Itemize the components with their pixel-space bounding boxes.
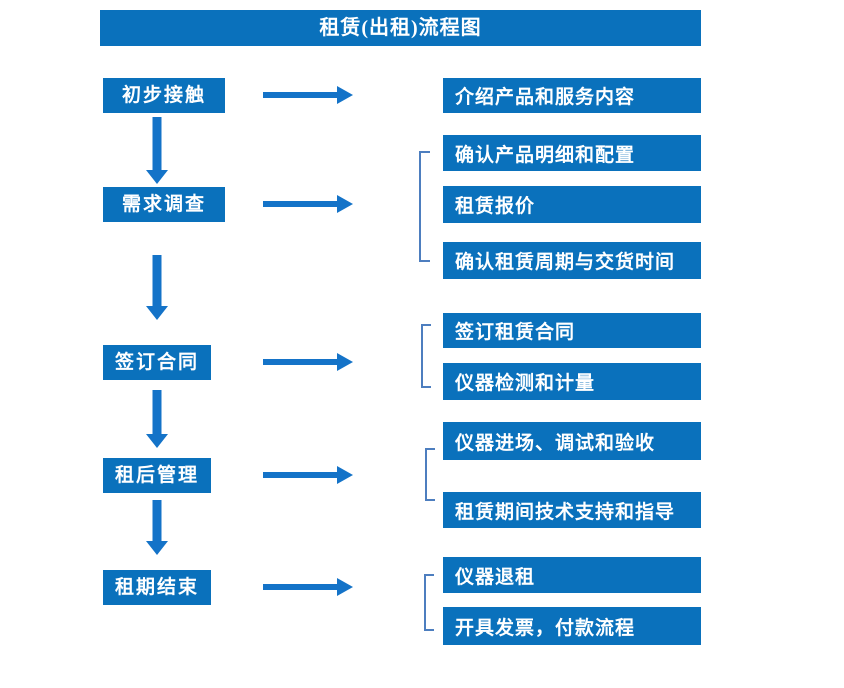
step-box-demand-survey: 需求调查 <box>103 187 225 222</box>
detail-box-confirm-product-details-config: 确认产品明细和配置 <box>443 135 701 171</box>
detail-box-confirm-rental-period-delivery: 确认租赁周期与交货时间 <box>443 242 701 279</box>
detail-box-introduce-products-services: 介绍产品和服务内容 <box>443 78 701 113</box>
detail-box-rental-period-tech-support: 租赁期间技术支持和指导 <box>443 492 701 528</box>
arrow-down-icon <box>146 255 168 320</box>
detail-box-sign-rental-contract: 签订租赁合同 <box>443 313 701 348</box>
arrow-down-icon <box>146 500 168 555</box>
arrow-right-icon <box>263 466 353 484</box>
detail-box-instrument-entry-commissioning-acceptance: 仪器进场、调试和验收 <box>443 422 701 460</box>
bracket-group-sign-contract <box>421 324 431 388</box>
arrow-down-icon <box>146 390 168 448</box>
arrow-right-icon <box>263 578 353 596</box>
detail-box-instrument-testing-metering: 仪器检测和计量 <box>443 363 701 400</box>
detail-box-instrument-return: 仪器退租 <box>443 557 701 593</box>
step-box-initial-contact: 初步接触 <box>103 78 225 113</box>
detail-box-invoice-payment-process: 开具发票，付款流程 <box>443 607 701 645</box>
step-box-post-rental-management: 租后管理 <box>103 458 211 493</box>
arrow-right-icon <box>263 195 353 213</box>
chart-title: 租赁(出租)流程图 <box>100 10 701 46</box>
arrow-right-icon <box>263 353 353 371</box>
arrow-down-icon <box>146 117 168 184</box>
step-box-sign-contract: 签订合同 <box>103 345 211 380</box>
bracket-group-post-rental <box>425 448 435 501</box>
bracket-group-demand-survey <box>419 151 430 262</box>
step-box-rental-period-end: 租期结束 <box>103 570 211 605</box>
detail-box-rental-quotation: 租赁报价 <box>443 186 701 223</box>
arrow-right-icon <box>263 86 353 104</box>
bracket-group-rental-end <box>424 574 434 631</box>
